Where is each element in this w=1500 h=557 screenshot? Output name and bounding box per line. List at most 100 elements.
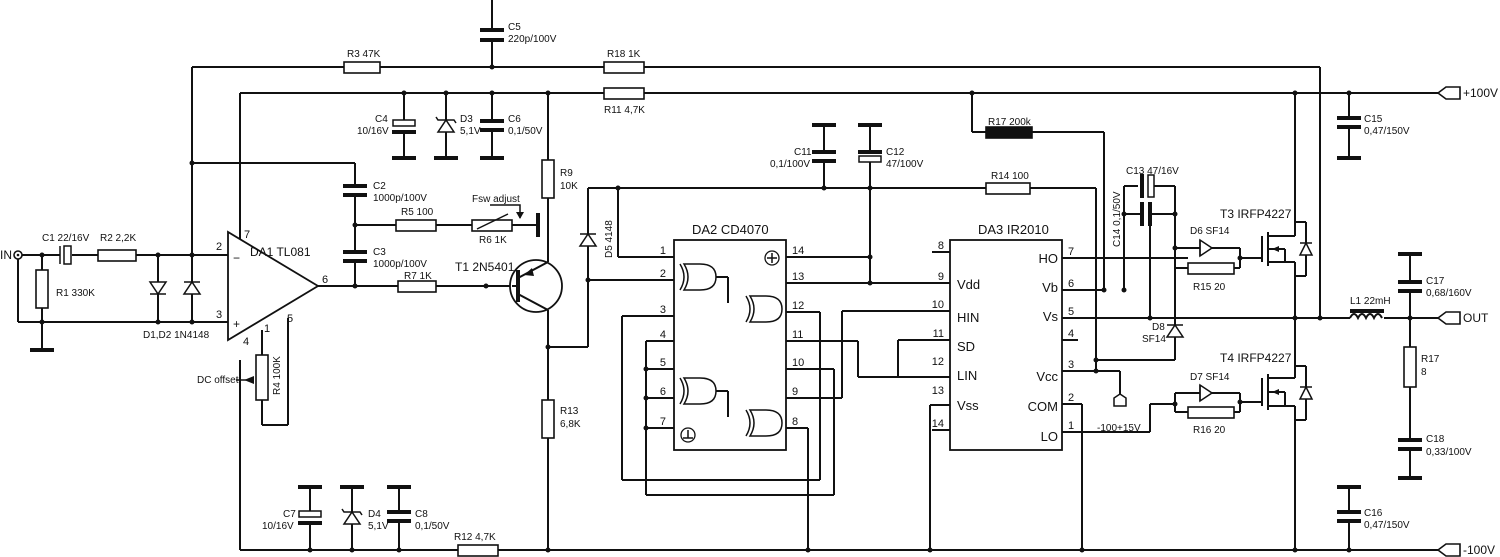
da2-pin-13: 13 [792, 271, 804, 283]
da3-name-vss: Vss [957, 398, 979, 413]
zobel-network: C17 0,68/160V R17 8 C18 0,33/100V [1398, 252, 1472, 480]
r16-label: R16 20 [1193, 425, 1226, 436]
resistor-r7: R7 1K [397, 271, 512, 293]
da3-wires [841, 187, 1295, 550]
da1-pin4: 4 [243, 336, 249, 348]
c13-c14-group: C13 47/16V C14 0,1/50V [1112, 166, 1179, 318]
rail-wires [191, 66, 1438, 551]
da2-pin-8: 8 [792, 416, 798, 428]
r7-label: R7 1K [404, 271, 432, 282]
da2-wires [617, 188, 950, 550]
da3-pin-13: 13 [932, 385, 944, 397]
d6-r15-group: D6 SF14 R15 20 [1174, 226, 1262, 293]
r12-label: R12 4,7K [454, 532, 496, 543]
da3-name-hin: HIN [957, 310, 979, 325]
c15-label: C15 [1364, 114, 1383, 125]
d3-label: D3 [460, 114, 473, 125]
capacitor-c15: C15 0,47/150V [1337, 93, 1410, 160]
da3-name-vcc: Vcc [1036, 369, 1058, 384]
da3-pin-11: 11 [933, 328, 944, 340]
r17-label: R17 [1421, 354, 1440, 365]
da3-pin-4: 4 [1068, 328, 1074, 340]
c15-value: 0,47/150V [1364, 126, 1410, 137]
da3-pin-12: 12 [932, 356, 944, 368]
r4-label: R4 100K [272, 356, 283, 395]
c6-value: 0,1/50V [508, 126, 543, 137]
da1-pin1: 1 [264, 323, 270, 335]
c18-value: 0,33/100V [1426, 447, 1472, 458]
c18-label: C18 [1426, 434, 1445, 445]
c16-label: C16 [1364, 508, 1383, 519]
da3-pin-10: 10 [932, 299, 944, 311]
capacitor-c1: C1 22/16V [42, 233, 90, 265]
da3-name-vb: Vb [1042, 280, 1058, 295]
da3-pin-14: 14 [932, 418, 944, 430]
t1-label: T1 2N5401 [455, 260, 515, 274]
da2-pin-3: 3 [660, 304, 666, 316]
resistor-r11: R11 4,7K [603, 87, 645, 116]
diode-d1 [148, 281, 168, 296]
c12-value: 47/100V [886, 159, 924, 170]
inductor-l1: L1 22mH [1349, 296, 1391, 324]
da3-pin-1: 1 [1068, 420, 1074, 432]
da2-pin-11: 11 [792, 329, 803, 341]
da1-minus: − [233, 251, 240, 265]
c2-value: 1000p/100V [373, 193, 427, 204]
da1-pin5: 5 [287, 313, 293, 325]
l1-label: L1 22mH [1350, 296, 1391, 307]
da2-pin-7: 7 [660, 416, 666, 428]
r13-value: 6,8K [560, 419, 581, 430]
t4-label: T4 IRFP4227 [1220, 351, 1292, 365]
resistor-r17a: R17 200k [971, 93, 1105, 290]
transistor-t1: T1 2N5401 [455, 259, 563, 313]
da3-name-sd: SD [957, 339, 975, 354]
da3-name-vs: Vs [1043, 309, 1059, 324]
c7-label: C7 [283, 509, 296, 520]
r1-label: R1 330K [56, 288, 95, 299]
mosfet-t3: T3 IRFP4227 [1220, 93, 1314, 318]
c14-label: C14 0,1/50V [1112, 191, 1123, 247]
c1-label: C1 22/16V [42, 233, 90, 244]
d3-value: 5,1V [460, 126, 481, 137]
da2-pin-10: 10 [792, 357, 804, 369]
d6-label: D6 SF14 [1190, 226, 1230, 237]
d4-label: D4 [368, 509, 381, 520]
out-label: OUT [1463, 311, 1489, 325]
da2-pin-14: 14 [792, 245, 804, 257]
d8-value: SF14 [1142, 334, 1166, 345]
c11-label: C11 [794, 147, 812, 158]
da1-pin3: 3 [216, 309, 222, 321]
r5-label: R5 100 [401, 207, 434, 218]
da3-pin-9: 9 [938, 271, 944, 283]
c5-label: C5 [508, 22, 521, 33]
r14-label: R14 100 [991, 171, 1029, 182]
c5-value: 220p/100V [508, 34, 557, 45]
da3-name-vdd: Vdd [957, 277, 980, 292]
c12-label: C12 [886, 147, 905, 158]
da1-pin7: 7 [244, 229, 250, 241]
resistor-r14: R14 100 [985, 171, 1031, 195]
d4-value: 5,1V [368, 521, 389, 532]
c7-value: 10/16V [262, 521, 294, 532]
connector-plus-100v: +100V [1436, 86, 1498, 100]
d7-label: D7 SF14 [1190, 372, 1230, 383]
c3-value: 1000p/100V [373, 259, 427, 270]
c2-label: C2 [373, 181, 386, 192]
plus100-label: +100V [1463, 86, 1498, 100]
da1-label: DA1 TL081 [250, 245, 311, 259]
d12-label: D1,D2 1N4148 [143, 330, 210, 341]
c7-d4-c8-group: C7 10/16V D4 5,1V C8 0,1/50V [262, 485, 450, 550]
da2-pin-2: 2 [660, 268, 666, 280]
da1-pin6: 6 [322, 274, 328, 286]
r9-value: 10K [560, 181, 578, 192]
d5-label: D5 4148 [604, 220, 615, 258]
da2-pin-4: 4 [660, 329, 666, 341]
c8-value: 0,1/50V [415, 521, 450, 532]
diode-d8: D8 SF14 [1096, 258, 1185, 361]
da2-pin-12: 12 [792, 300, 804, 312]
connector-minus-100v: -100V [1436, 543, 1495, 557]
r17a-label: R17 200k [988, 117, 1032, 128]
da3-pin-7: 7 [1068, 246, 1074, 258]
da3-name-ho: HO [1039, 251, 1059, 266]
